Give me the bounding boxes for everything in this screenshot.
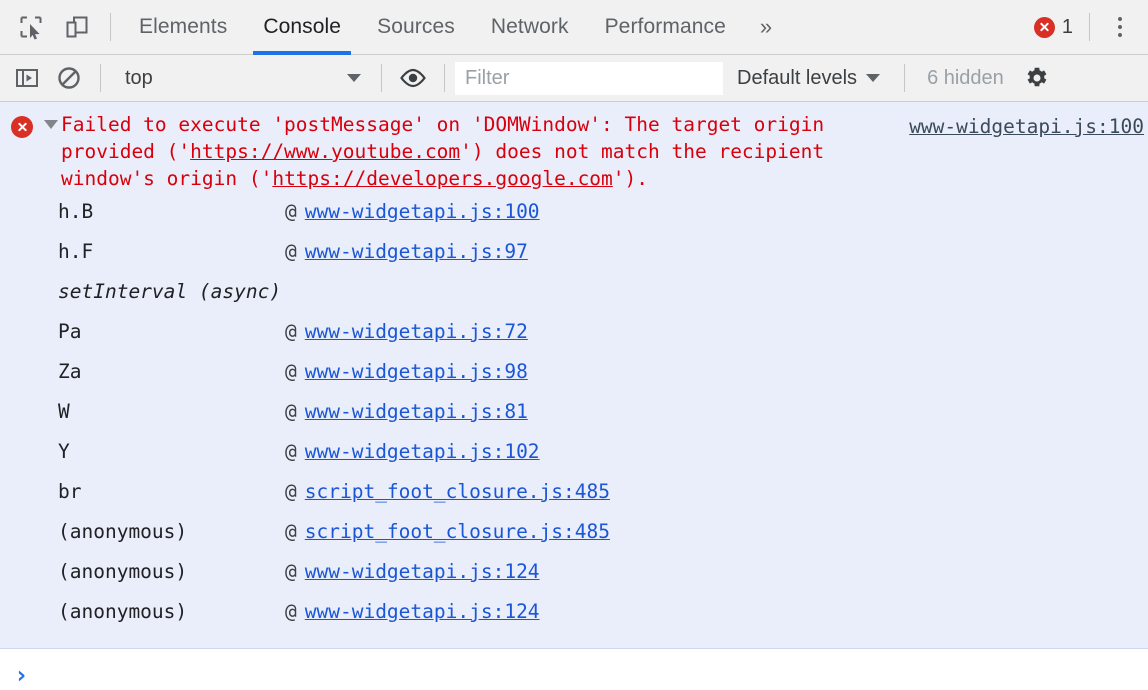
- stack-frame-function: h.F: [58, 240, 94, 263]
- console-message-error[interactable]: Failed to execute 'postMessage' on 'DOMW…: [0, 102, 1148, 649]
- eye-icon[interactable]: [392, 57, 434, 99]
- message-url-2[interactable]: https://developers.google.com: [272, 167, 613, 190]
- stack-frame[interactable]: W @ www-widgetapi.js:81: [0, 400, 1148, 440]
- stack-frame-at: @: [285, 560, 297, 583]
- tab-network[interactable]: Network: [473, 0, 587, 55]
- stack-frame-function: (anonymous): [58, 520, 188, 543]
- stack-frame-at: @: [285, 200, 297, 223]
- message-url-1[interactable]: https://www.youtube.com: [190, 140, 461, 163]
- inspect-element-icon[interactable]: [8, 4, 54, 50]
- stack-frame-function: Za: [58, 360, 82, 383]
- tab-elements[interactable]: Elements: [121, 0, 245, 55]
- stack-frame-function: W: [58, 400, 70, 423]
- show-console-sidebar-icon[interactable]: [6, 57, 48, 99]
- gear-icon[interactable]: [1016, 57, 1058, 99]
- stack-frame-at: @: [285, 440, 297, 463]
- stack-frame-link[interactable]: www-widgetapi.js:81: [304, 400, 528, 423]
- stack-frame-link[interactable]: www-widgetapi.js:102: [304, 440, 540, 463]
- error-count-badge[interactable]: 1: [1028, 16, 1079, 39]
- stack-frame-link[interactable]: www-widgetapi.js:97: [304, 240, 528, 263]
- tab-label: Sources: [377, 15, 455, 38]
- stack-frame-at: @: [285, 320, 297, 343]
- stack-frame-function: br: [58, 480, 82, 503]
- stack-frame-link[interactable]: www-widgetapi.js:124: [304, 600, 540, 623]
- log-levels-selector[interactable]: Default levels: [723, 61, 894, 95]
- stack-frame[interactable]: Pa @ www-widgetapi.js:72: [0, 320, 1148, 360]
- stack-frame-function: Pa: [58, 320, 82, 343]
- console-toolbar-divider-3: [444, 64, 445, 92]
- stack-frame[interactable]: h.B @ www-widgetapi.js:100: [0, 200, 1148, 240]
- execution-context-label: top: [125, 66, 153, 89]
- clear-console-icon[interactable]: [48, 57, 90, 99]
- stack-frame[interactable]: Za @ www-widgetapi.js:98: [0, 360, 1148, 400]
- tab-performance[interactable]: Performance: [587, 0, 744, 55]
- stack-frame-at: @: [285, 480, 297, 503]
- stack-frame[interactable]: (anonymous) @ script_foot_closure.js:485: [0, 520, 1148, 560]
- prompt-chevron-icon: ›: [14, 661, 29, 689]
- execution-context-selector[interactable]: top: [111, 61, 371, 95]
- tab-label: Network: [490, 15, 569, 38]
- stack-frame-link[interactable]: www-widgetapi.js:98: [304, 360, 528, 383]
- message-part-3: ').: [612, 167, 649, 190]
- stack-frame-at: @: [285, 520, 297, 543]
- tab-sources[interactable]: Sources: [359, 0, 473, 55]
- chevron-down-icon: [866, 74, 881, 82]
- stack-frame[interactable]: br @ script_foot_closure.js:485: [0, 480, 1148, 520]
- devtools-tabbar: Elements Console Sources Network Perform…: [0, 0, 1148, 55]
- more-tabs-label: »: [759, 14, 773, 39]
- stack-frame-link[interactable]: script_foot_closure.js:485: [304, 480, 610, 503]
- stack-frame-function: h.B: [58, 200, 94, 223]
- stack-frame-link[interactable]: www-widgetapi.js:100: [304, 200, 540, 223]
- device-toolbar-icon[interactable]: [54, 4, 100, 50]
- hidden-messages-count[interactable]: 6 hidden: [927, 66, 1004, 89]
- console-prompt[interactable]: ›: [0, 649, 1148, 690]
- stack-frame[interactable]: Y @ www-widgetapi.js:102: [0, 440, 1148, 480]
- console-toolbar-divider-1: [100, 64, 101, 92]
- message-part-2: ') does not match the recipient window's…: [61, 140, 836, 190]
- tab-label: Performance: [604, 15, 726, 38]
- stack-frame-function: setInterval (async): [58, 280, 282, 303]
- message-source-link[interactable]: www-widgetapi.js:100: [909, 115, 1144, 138]
- stack-frame-at: @: [285, 360, 297, 383]
- tabbar-right-divider: [1089, 13, 1090, 41]
- stack-frame-at: @: [285, 240, 297, 263]
- console-message-header: Failed to execute 'postMessage' on 'DOMW…: [0, 102, 1148, 192]
- console-toolbar: top Default levels 6 hidden: [0, 55, 1148, 102]
- error-icon: [1033, 16, 1055, 38]
- console-message-text: Failed to execute 'postMessage' on 'DOMW…: [61, 111, 861, 192]
- tabbar-right-group: 1: [1028, 4, 1148, 50]
- stack-frame-link[interactable]: www-widgetapi.js:72: [304, 320, 528, 343]
- console-toolbar-divider-4: [904, 64, 906, 92]
- log-levels-label: Default levels: [737, 66, 858, 89]
- stack-frame[interactable]: h.F @ www-widgetapi.js:97: [0, 240, 1148, 280]
- stack-frame-function: (anonymous): [58, 600, 188, 623]
- stack-frame-at: @: [285, 600, 297, 623]
- expand-toggle-icon[interactable]: [44, 120, 58, 129]
- stack-frame-link[interactable]: script_foot_closure.js:485: [304, 520, 610, 543]
- more-tabs-icon[interactable]: »: [744, 0, 788, 55]
- tab-label: Console: [263, 15, 342, 38]
- error-icon: [0, 111, 44, 138]
- stack-frame-async: setInterval (async): [0, 280, 1148, 320]
- kebab-menu-icon[interactable]: [1100, 4, 1140, 50]
- stack-frame-function: Y: [58, 440, 70, 463]
- error-count-label: 1: [1061, 15, 1073, 38]
- panel-tabs: Elements Console Sources Network Perform…: [121, 0, 788, 55]
- console-toolbar-divider-2: [381, 64, 382, 92]
- stack-trace: h.B @ www-widgetapi.js:100 h.F @ www-wid…: [0, 192, 1148, 640]
- stack-frame-at: @: [285, 400, 297, 423]
- stack-frame[interactable]: (anonymous) @ www-widgetapi.js:124: [0, 560, 1148, 600]
- console-prompt-input[interactable]: [38, 660, 1148, 690]
- message-part-1: Failed to execute 'postMessage' on 'DOMW…: [61, 113, 836, 163]
- filter-input[interactable]: [455, 61, 723, 95]
- tab-label: Elements: [139, 15, 228, 38]
- stack-frame[interactable]: (anonymous) @ www-widgetapi.js:124: [0, 600, 1148, 640]
- stack-frame-link[interactable]: www-widgetapi.js:124: [304, 560, 540, 583]
- tab-console[interactable]: Console: [245, 0, 359, 55]
- console-message-list[interactable]: Failed to execute 'postMessage' on 'DOMW…: [0, 102, 1148, 690]
- tabbar-divider: [110, 13, 111, 41]
- stack-frame-function: (anonymous): [58, 560, 188, 583]
- chevron-down-icon: [347, 74, 361, 82]
